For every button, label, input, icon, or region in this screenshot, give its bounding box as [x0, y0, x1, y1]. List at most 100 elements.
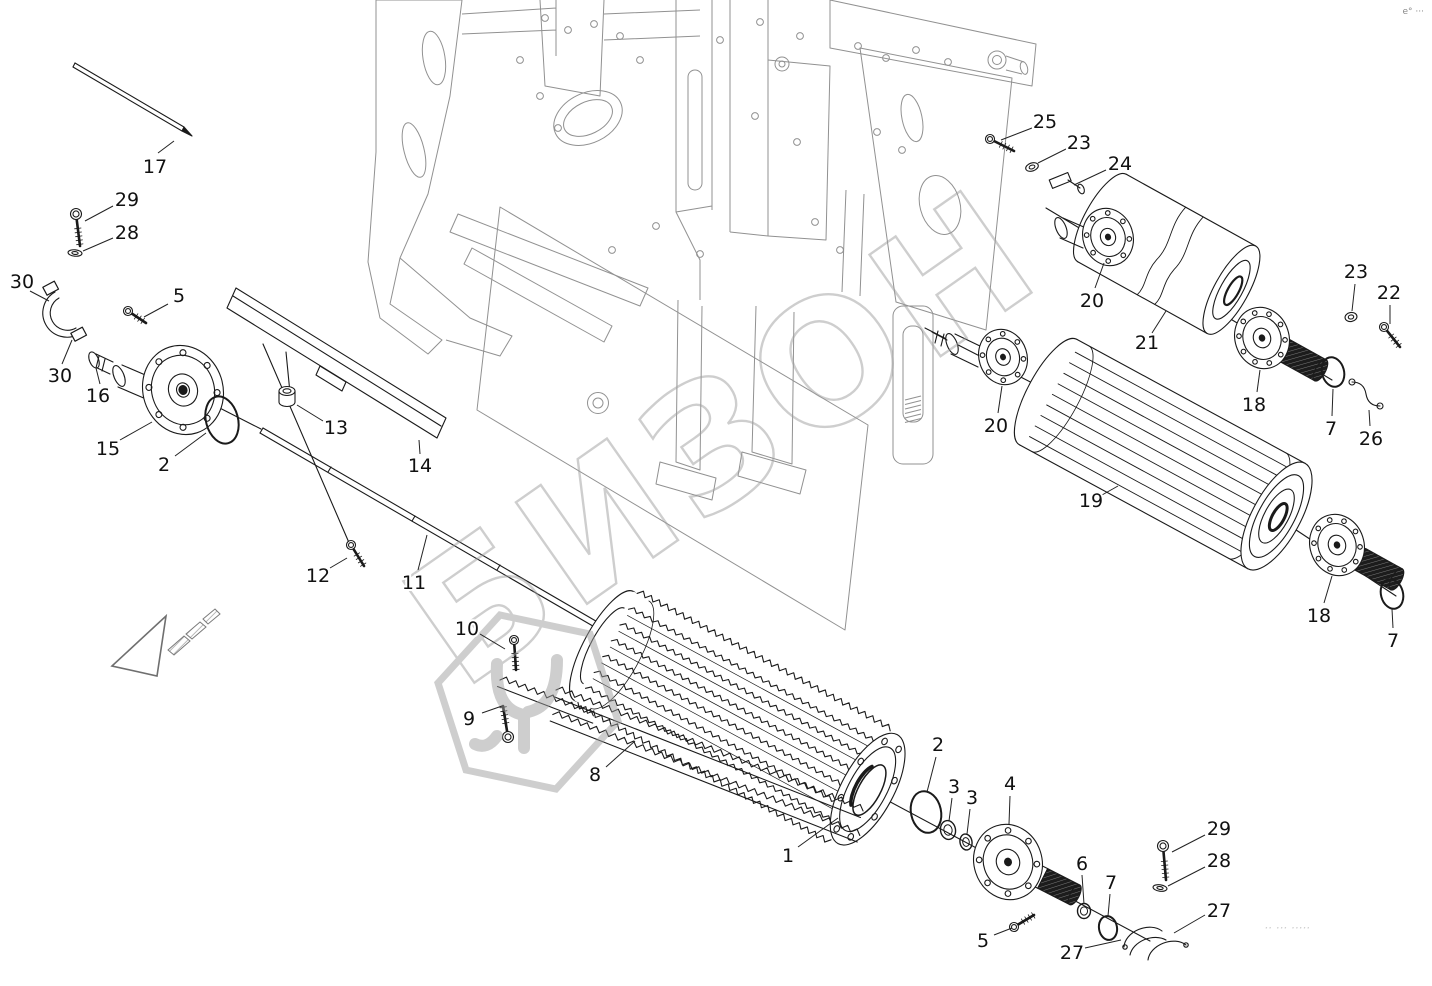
- svg-text:28: 28: [115, 222, 139, 244]
- svg-text:21: 21: [1135, 332, 1159, 354]
- hub-20-upper-shaft: [1054, 217, 1087, 249]
- o-ring-7-bottom: [1097, 915, 1119, 941]
- svg-text:2: 2: [158, 454, 170, 476]
- retainer-26: [1348, 378, 1384, 410]
- hub-20-upper: [1082, 207, 1134, 267]
- callout-25: 25: [1000, 109, 1059, 141]
- svg-text:6: 6: [1076, 853, 1088, 875]
- svg-text:16: 16: [86, 385, 110, 407]
- callout-18: 18: [1240, 369, 1268, 418]
- bolt-10: [508, 634, 520, 672]
- callout-7: 7: [1385, 608, 1401, 654]
- svg-text:24: 24: [1108, 153, 1132, 175]
- callout-5: 5: [975, 927, 1013, 954]
- svg-text:3: 3: [966, 787, 978, 809]
- svg-text:29: 29: [1207, 818, 1231, 840]
- corner-mark-bottom-right: ·· ··· ·····: [1264, 921, 1310, 935]
- svg-text:27: 27: [1060, 942, 1084, 964]
- watermark-hexagon: [434, 611, 622, 793]
- bolt-12: [345, 539, 367, 568]
- svg-text:13: 13: [324, 417, 348, 439]
- hub-18-lower: [1309, 513, 1365, 577]
- washer-23-right: [1344, 311, 1358, 323]
- callout-30: 30: [46, 339, 74, 389]
- grease-fitting-16: [88, 351, 114, 375]
- callout-16: 16: [84, 367, 112, 409]
- corner-mark-top-right: e° ···: [1403, 7, 1424, 17]
- washer-28-left: [67, 249, 83, 257]
- callout-4: 4: [1002, 771, 1018, 825]
- bolt-29-left: [69, 207, 84, 248]
- svg-text:7: 7: [1387, 630, 1399, 652]
- callout-20: 20: [1078, 262, 1106, 314]
- callout-30: 30: [8, 269, 50, 302]
- clamp-27: [1122, 926, 1189, 961]
- callout-10: 10: [453, 616, 506, 650]
- chopping-drum-1: [569, 590, 906, 846]
- frame-rivet-holes: [516, 14, 952, 258]
- svg-text:18: 18: [1307, 605, 1331, 627]
- bolt-5-left: [122, 305, 148, 325]
- svg-text:5: 5: [977, 930, 989, 952]
- callout-9: 9: [461, 705, 503, 732]
- machine-frame: [367, 0, 1037, 631]
- bolt-29-bottom: [1156, 839, 1170, 882]
- callout-29: 29: [84, 187, 141, 222]
- svg-text:12: 12: [306, 565, 330, 587]
- o-ring-2-bottom: [909, 790, 943, 834]
- svg-text:2: 2: [932, 734, 944, 756]
- callout-21: 21: [1133, 310, 1167, 356]
- callout-29: 29: [1171, 816, 1233, 853]
- svg-text:30: 30: [48, 365, 72, 387]
- hub-20-lower-shaft: [931, 330, 983, 368]
- callout-3: 3: [964, 785, 980, 835]
- slot-hatch-lines: [904, 395, 922, 423]
- svg-text:25: 25: [1033, 111, 1057, 133]
- scraper-bar-14: [226, 287, 447, 439]
- ring-3a: [939, 819, 957, 841]
- svg-text:18: 18: [1242, 394, 1266, 416]
- rod-17: [72, 62, 193, 137]
- svg-text:3: 3: [948, 776, 960, 798]
- shaft-11: [259, 427, 602, 630]
- svg-text:22: 22: [1377, 282, 1401, 304]
- svg-text:26: 26: [1359, 428, 1383, 450]
- ring-3b: [959, 833, 973, 851]
- svg-text:19: 19: [1079, 490, 1103, 512]
- washer-23-top: [1025, 162, 1039, 172]
- o-ring-7-mid: [1320, 356, 1346, 388]
- callout-27: 27: [1173, 898, 1233, 934]
- svg-text:11: 11: [402, 572, 426, 594]
- o-ring-2-left: [204, 395, 240, 445]
- svg-text:30: 30: [10, 271, 34, 293]
- callout-28: 28: [1167, 848, 1233, 887]
- callout-14: 14: [406, 439, 434, 479]
- svg-text:4: 4: [1004, 773, 1016, 795]
- callout-7: 7: [1323, 388, 1339, 442]
- hub-15: [141, 344, 225, 436]
- callout-26: 26: [1357, 409, 1385, 452]
- direction-arrow-icon: [110, 608, 221, 677]
- generated-parts: [67, 133, 1405, 941]
- callout-19: 19: [1077, 485, 1119, 514]
- svg-text:8: 8: [589, 764, 601, 786]
- callout-5: 5: [143, 283, 187, 318]
- svg-text:20: 20: [984, 415, 1008, 437]
- svg-text:23: 23: [1344, 261, 1368, 283]
- svg-text:20: 20: [1080, 290, 1104, 312]
- hub-20-lower: [978, 328, 1028, 386]
- svg-text:27: 27: [1207, 900, 1231, 922]
- callout-20: 20: [982, 385, 1010, 439]
- callout-13: 13: [296, 404, 350, 441]
- svg-text:7: 7: [1105, 872, 1117, 894]
- smooth-roller-19: [1013, 337, 1313, 571]
- bolt-25: [984, 133, 1016, 154]
- callout-2: 2: [926, 732, 946, 793]
- callout-17: 17: [141, 140, 175, 180]
- svg-text:28: 28: [1207, 850, 1231, 872]
- svg-text:29: 29: [115, 189, 139, 211]
- clamp-30: [42, 280, 88, 342]
- pin-24: [1048, 171, 1085, 195]
- callout-2: 2: [156, 432, 207, 478]
